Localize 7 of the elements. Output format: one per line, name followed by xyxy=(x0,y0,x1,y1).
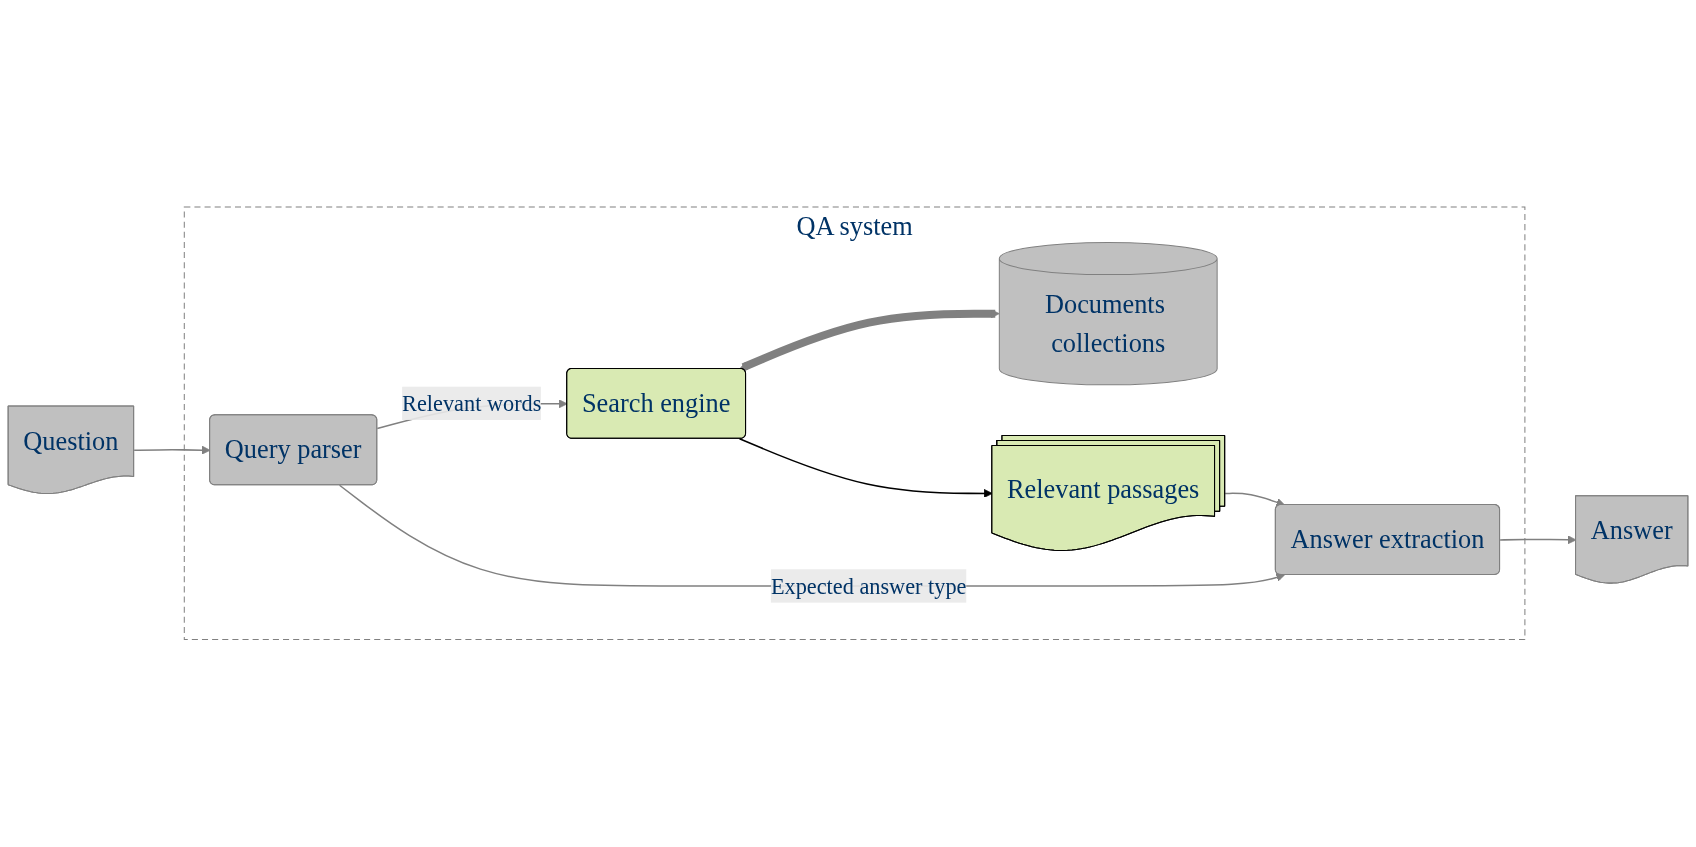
arrow xyxy=(1224,492,1285,507)
arrow xyxy=(1499,535,1577,545)
edge-label: Expected answer type xyxy=(770,573,967,599)
arrow xyxy=(338,484,1285,587)
edge-label: Relevant words xyxy=(402,390,542,417)
arrow xyxy=(739,309,1000,372)
arrow xyxy=(738,438,993,499)
